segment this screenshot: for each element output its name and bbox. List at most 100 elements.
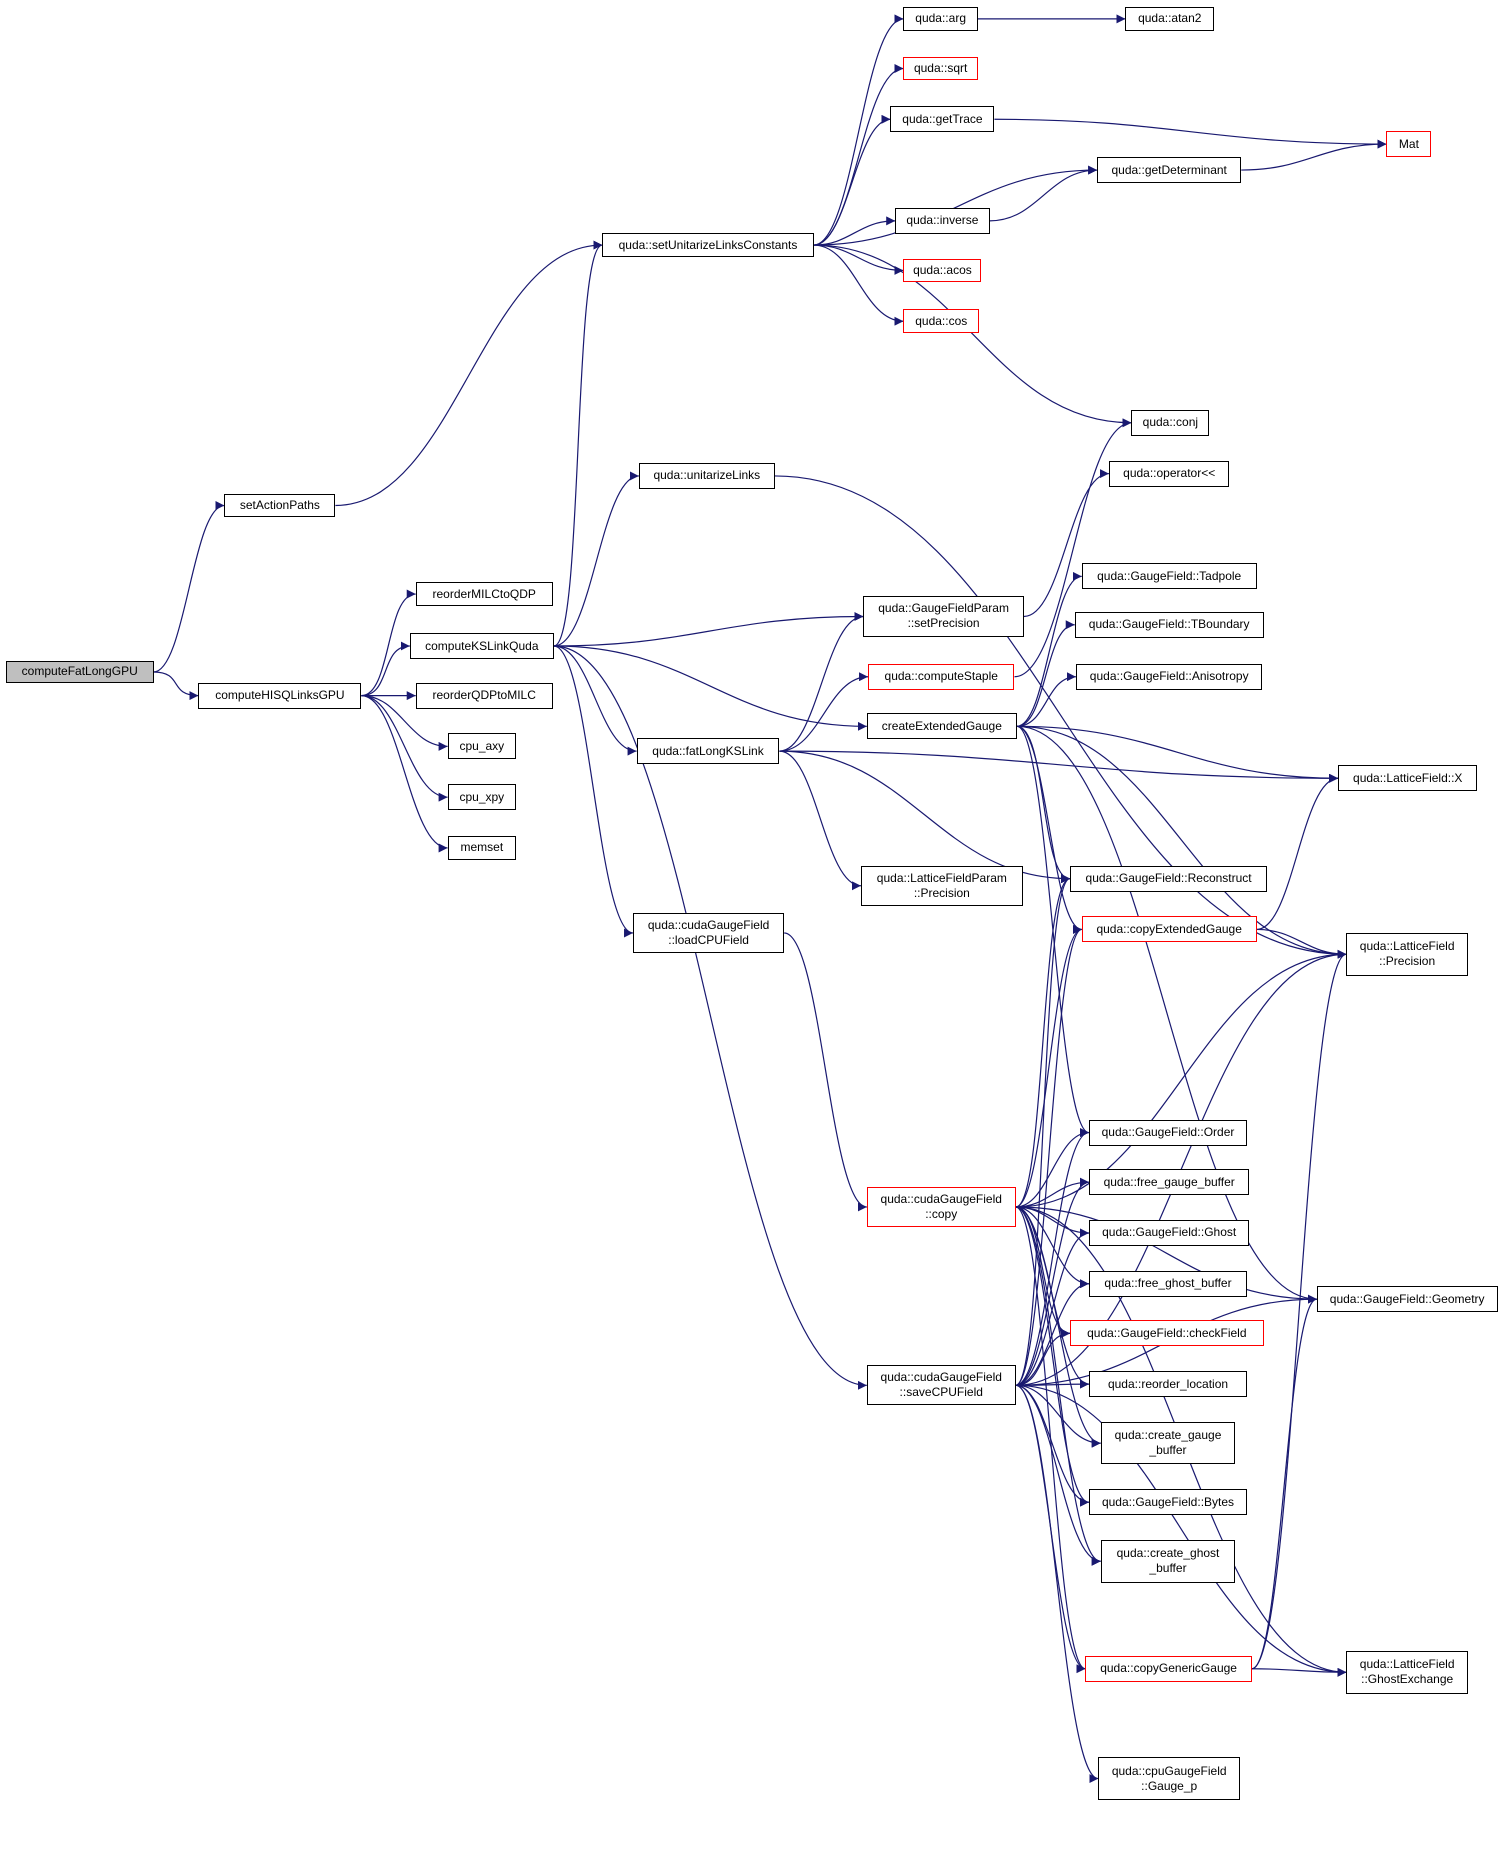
- edge-copyGenericGauge-to-Geometry: [1251, 1294, 1318, 1670]
- edge-saveCPUField-to-Ghost: [1015, 1228, 1089, 1386]
- node-arg[interactable]: quda::arg: [903, 7, 978, 31]
- edge-createExtendedGauge-to-Geometry: [1016, 725, 1317, 1304]
- node-create-ghost-buffer[interactable]: quda::create_ghost _buffer: [1100, 1540, 1236, 1583]
- node-setunitarizelinksconstants[interactable]: quda::setUnitarizeLinksConstants: [602, 232, 814, 258]
- edge-saveCPUField-to-Gauge_p: [1015, 1384, 1099, 1783]
- node-computehisqlinksgpu[interactable]: computeHISQLinksGPU: [198, 682, 362, 709]
- edge-saveCPUField-to-free_gauge_buffer: [1015, 1177, 1089, 1386]
- edge-cudaCopy-to-Geometry: [1015, 1206, 1317, 1304]
- edge-setActionPaths-to-setUnitarizeLinksConstants: [335, 240, 603, 507]
- edge-getDeterminant-to-Mat: [1241, 139, 1387, 171]
- edge-saveCPUField-to-create_gauge_buffer: [1015, 1384, 1101, 1448]
- node-cpu-axy[interactable]: cpu_axy: [447, 733, 517, 760]
- node-create-gauge-buffer[interactable]: quda::create_gauge _buffer: [1100, 1421, 1236, 1465]
- edge-createExtendedGauge-to-LFPrecision: [1016, 725, 1347, 959]
- node-free-ghost-buffer[interactable]: quda::free_ghost_buffer: [1088, 1270, 1248, 1297]
- node-setprecision[interactable]: quda::GaugeFieldParam ::setPrecision: [863, 596, 1024, 637]
- node-bytes[interactable]: quda::GaugeField::Bytes: [1088, 1489, 1248, 1516]
- edge-saveCPUField-to-create_ghost_buffer: [1015, 1384, 1101, 1566]
- node-inverse[interactable]: quda::inverse: [895, 207, 990, 234]
- node-reorder-location[interactable]: quda::reorder_location: [1088, 1371, 1248, 1398]
- edge-computeKSLinkQuda-to-setPrecision: [553, 611, 864, 647]
- node-ghostexchange[interactable]: quda::LatticeField ::GhostExchange: [1346, 1651, 1468, 1694]
- node-conj[interactable]: quda::conj: [1131, 409, 1210, 436]
- node-ghost[interactable]: quda::GaugeField::Ghost: [1088, 1219, 1250, 1246]
- node-unitarizelinks[interactable]: quda::unitarizeLinks: [638, 462, 775, 489]
- node-memset[interactable]: memset: [447, 836, 517, 860]
- edge-setUnitarizeLinksConstants-to-arg: [813, 14, 904, 246]
- edge-cudaCopy-to-free_gauge_buffer: [1015, 1177, 1089, 1208]
- edge-createExtendedGauge-to-Anisotropy: [1016, 672, 1076, 727]
- node-atan2[interactable]: quda::atan2: [1125, 7, 1215, 31]
- node-cpu-xpy[interactable]: cpu_xpy: [447, 784, 517, 811]
- edge-computeFatLongGPU-to-setActionPaths: [153, 501, 225, 673]
- edge-computeKSLinkQuda-to-fatLongKSLink: [553, 645, 637, 756]
- node-computefatlonggpu: computeFatLongGPU: [5, 661, 154, 683]
- edge-setUnitarizeLinksConstants-to-conj: [813, 244, 1132, 428]
- edge-createExtendedGauge-to-LFX: [1016, 725, 1339, 783]
- edge-copyExtendedGauge-to-LFPrecision: [1256, 928, 1347, 959]
- node-anisotropy[interactable]: quda::GaugeField::Anisotropy: [1075, 663, 1263, 690]
- node-copygenericgauge[interactable]: quda::copyGenericGauge: [1085, 1655, 1252, 1682]
- node-tboundary[interactable]: quda::GaugeField::TBoundary: [1074, 611, 1264, 638]
- edge-setUnitarizeLinksConstants-to-getTrace: [813, 114, 891, 246]
- edge-fatLongKSLink-to-setPrecision: [779, 612, 864, 752]
- edge-computeKSLinkQuda-to-saveCPUField: [553, 645, 867, 1390]
- edge-setUnitarizeLinksConstants-to-cos: [813, 244, 904, 326]
- edge-setUnitarizeLinksConstants-to-sqrt: [813, 64, 904, 246]
- edge-copyExtendedGauge-to-LFX: [1256, 773, 1339, 931]
- node-gauge-p[interactable]: quda::cpuGaugeField ::Gauge_p: [1098, 1757, 1241, 1800]
- node-order[interactable]: quda::GaugeField::Order: [1088, 1119, 1248, 1146]
- node-tadpole[interactable]: quda::GaugeField::Tadpole: [1081, 563, 1257, 590]
- node-sqrt[interactable]: quda::sqrt: [903, 56, 978, 81]
- node-checkfield[interactable]: quda::GaugeField::checkField: [1069, 1320, 1264, 1347]
- edge-computeHISQLinksGPU-to-reorderMILCtoQDP: [361, 589, 416, 697]
- edge-loadCPUField-to-cudaCopy: [784, 932, 867, 1212]
- node-computekslinkquda[interactable]: computeKSLinkQuda: [409, 633, 554, 659]
- node-acos[interactable]: quda::acos: [903, 258, 982, 283]
- edge-cudaCopy-to-Bytes: [1015, 1206, 1090, 1507]
- edge-saveCPUField-to-free_ghost_buffer: [1015, 1279, 1089, 1386]
- edge-cudaCopy-to-free_ghost_buffer: [1015, 1206, 1089, 1289]
- edge-computeHISQLinksGPU-to-memset: [361, 695, 448, 853]
- node-fatlongkslink[interactable]: quda::fatLongKSLink: [636, 738, 780, 765]
- node-operatorll[interactable]: quda::operator<<: [1108, 460, 1230, 487]
- node-lfprecision[interactable]: quda::LatticeField ::Precision: [1346, 932, 1468, 976]
- node-savecpufield[interactable]: quda::cudaGaugeField ::saveCPUField: [866, 1365, 1016, 1406]
- node-getdeterminant[interactable]: quda::getDeterminant: [1097, 157, 1242, 184]
- edge-copyGenericGauge-to-LFPrecision: [1251, 949, 1347, 1670]
- edge-saveCPUField-to-checkField: [1015, 1328, 1070, 1386]
- node-reorderqdptomilc[interactable]: reorderQDPtoMILC: [415, 682, 553, 709]
- edge-setUnitarizeLinksConstants-to-getDeterminant: [813, 165, 1098, 246]
- edge-computeStaple-to-conj: [1014, 418, 1132, 678]
- node-mat[interactable]: Mat: [1386, 131, 1432, 158]
- node-copyextendedgauge[interactable]: quda::copyExtendedGauge: [1081, 916, 1257, 943]
- edge-saveCPUField-to-copyExtendedGauge: [1015, 925, 1083, 1386]
- edge-cudaCopy-to-Reconstruct: [1015, 874, 1071, 1208]
- node-geometry[interactable]: quda::GaugeField::Geometry: [1316, 1286, 1498, 1313]
- edge-createExtendedGauge-to-Tadpole: [1016, 571, 1082, 727]
- edge-copyGenericGauge-to-GhostExchange: [1251, 1667, 1347, 1677]
- node-reconstruct[interactable]: quda::GaugeField::Reconstruct: [1069, 865, 1268, 892]
- node-loadcpufield[interactable]: quda::cudaGaugeField ::loadCPUField: [633, 912, 785, 954]
- edge-computeKSLinkQuda-to-loadCPUField: [553, 645, 634, 938]
- node-setactionpaths[interactable]: setActionPaths: [224, 493, 336, 518]
- node-free-gauge-buffer[interactable]: quda::free_gauge_buffer: [1088, 1169, 1250, 1196]
- node-createextendedgauge[interactable]: createExtendedGauge: [866, 713, 1017, 740]
- edge-computeKSLinkQuda-to-createExtendedGauge: [553, 645, 867, 731]
- edge-fatLongKSLink-to-LFX: [779, 750, 1339, 783]
- edge-computeHISQLinksGPU-to-computeKSLinkQuda: [361, 641, 410, 697]
- edge-setPrecision-to-operatorLL: [1023, 469, 1109, 618]
- edge-computeHISQLinksGPU-to-cpu_axy: [361, 695, 448, 751]
- node-cudacopy[interactable]: quda::cudaGaugeField ::copy: [866, 1186, 1016, 1228]
- node-cos[interactable]: quda::cos: [903, 309, 980, 334]
- node-reordermilctoqdp[interactable]: reorderMILCtoQDP: [415, 582, 553, 606]
- edge-createExtendedGauge-to-copyExtendedGauge: [1016, 725, 1082, 934]
- node-gettrace[interactable]: quda::getTrace: [890, 106, 995, 133]
- node-lfparamprecision[interactable]: quda::LatticeFieldParam ::Precision: [860, 865, 1023, 906]
- edge-cudaCopy-to-Order: [1015, 1128, 1089, 1208]
- node-lfx[interactable]: quda::LatticeField::X: [1338, 765, 1478, 792]
- edge-saveCPUField-to-Order: [1015, 1128, 1090, 1386]
- edge-computeHISQLinksGPU-to-cpu_xpy: [361, 695, 448, 802]
- node-computestaple[interactable]: quda::computeStaple: [868, 663, 1015, 690]
